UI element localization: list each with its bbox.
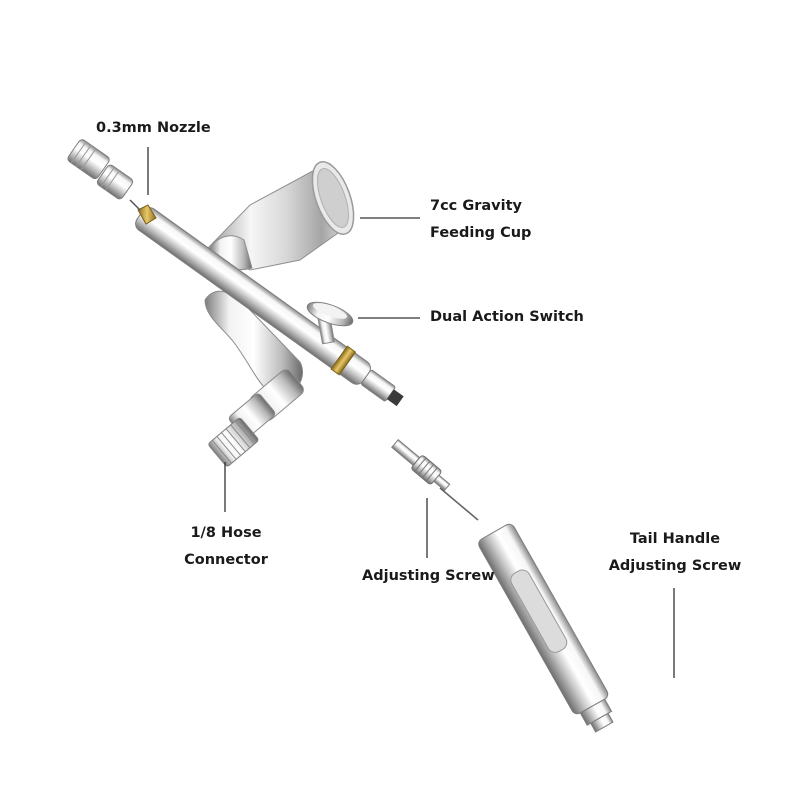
callout-hose-line2: Connector [184, 552, 268, 568]
callout-switch-text: Dual Action Switch [430, 309, 584, 325]
leader-lines [147, 147, 675, 678]
nozzle-cap-parts [67, 139, 134, 200]
callout-cup-line2: Feeding Cup [430, 225, 532, 241]
callout-tail: Tail Handle Adjusting Screw [600, 526, 750, 580]
callout-switch: Dual Action Switch [430, 304, 584, 331]
callout-nozzle-text: 0.3mm Nozzle [96, 120, 211, 136]
tail-handle [478, 523, 614, 733]
callout-nozzle: 0.3mm Nozzle [96, 115, 211, 142]
callout-cup: 7cc Gravity Feeding Cup [430, 193, 531, 247]
callout-hose: 1/8 Hose Connector [183, 520, 269, 574]
callout-screw: Adjusting Screw [362, 563, 495, 590]
dual-action-trigger [306, 301, 354, 345]
callout-tail-line2: Adjusting Screw [608, 558, 742, 574]
airbrush-barrel [135, 207, 404, 407]
callout-screw-text: Adjusting Screw [362, 568, 495, 584]
needle [439, 487, 479, 521]
needle-chuck [391, 438, 451, 492]
callout-hose-line1: 1/8 Hose [190, 525, 262, 541]
gravity-cup [207, 161, 355, 271]
callout-tail-line1: Tail Handle [629, 531, 721, 547]
nozzle-tip [129, 199, 157, 225]
callout-cup-line1: 7cc Gravity [430, 198, 522, 214]
hose-connector [208, 369, 304, 467]
